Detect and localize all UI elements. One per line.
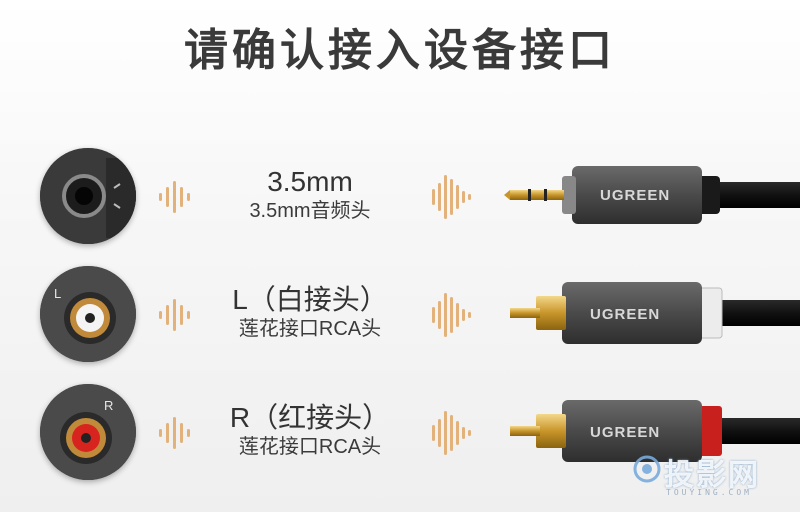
watermark: 投影网 TOUYING.COM (632, 448, 800, 508)
jack-letter: L (54, 286, 62, 301)
sound-wave-left-icon (159, 417, 190, 449)
plug-35mm-icon: UGREEN (504, 166, 800, 224)
connector-row-35mm: 3.5mm 3.5mm音频头 (0, 148, 800, 248)
sound-wave-right-icon (432, 293, 471, 337)
connector-label-35mm: 3.5mm 3.5mm音频头 (190, 166, 430, 224)
connector-row-left: L L（白接头） 莲花接口RCA头 UGREEN (0, 266, 800, 366)
connector-label-right: R（红接头） 莲花接口RCA头 (190, 402, 430, 460)
connector-desc: 莲花接口RCA头 (238, 436, 382, 458)
connector-name: R（红接头） (229, 402, 391, 433)
rca-plug-white-icon: UGREEN (510, 282, 800, 344)
connector-name: 3.5mm (267, 166, 353, 197)
watermark-url: TOUYING.COM (666, 488, 752, 497)
jack-photo-left: L (40, 266, 136, 362)
brand-label: UGREEN (590, 306, 660, 323)
jack-letter: R (104, 398, 114, 413)
connector-row-right: R R（红接头） 莲花接口RCA头 UGREEN (0, 384, 800, 484)
page-title: 请确认接入设备接口 (184, 25, 616, 76)
connector-name: L（白接头） (232, 284, 388, 315)
rca-jack-white-icon (40, 266, 136, 362)
jack-photo-35mm (40, 148, 136, 244)
connector-label-left: L（白接头） 莲花接口RCA头 (190, 284, 430, 342)
projector-logo-icon (633, 455, 661, 483)
rca-plug-red-icon: UGREEN (510, 400, 800, 462)
brand-label: UGREEN (590, 424, 660, 441)
watermark-text: 投影网 (664, 458, 760, 493)
rca-jack-red-icon (40, 384, 136, 480)
jack-35mm-icon (40, 148, 136, 244)
connector-desc: 莲花接口RCA头 (238, 318, 382, 340)
sound-wave-right-icon (432, 175, 471, 219)
sound-wave-left-icon (159, 299, 190, 331)
sound-wave-right-icon (432, 411, 471, 455)
jack-photo-right: R (40, 384, 136, 480)
connector-desc: 3.5mm音频头 (249, 200, 371, 222)
brand-label: UGREEN (600, 187, 670, 204)
sound-wave-left-icon (159, 181, 190, 213)
